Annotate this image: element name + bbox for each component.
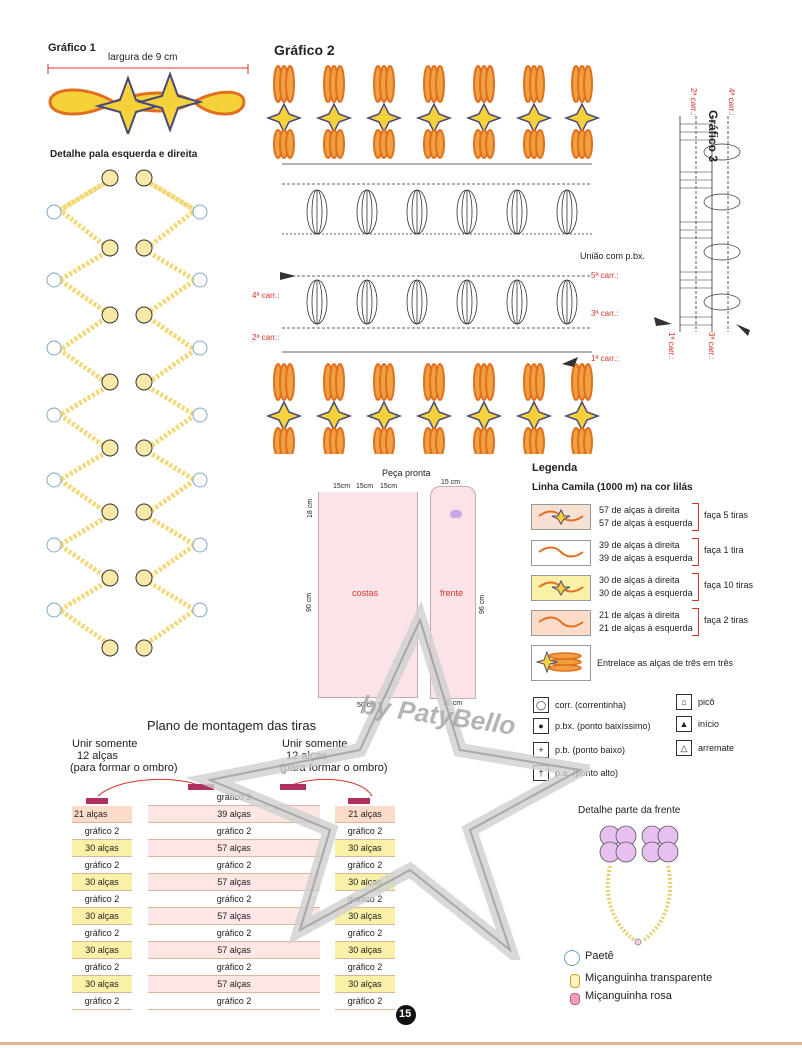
legenda-bracket-2 [692,538,699,566]
grafico2-row5-label: 5ª carr.: [591,271,618,280]
grafico2-row4-label: 4ª carr.: [252,291,279,300]
peca-dim-top-3: 15cm [380,483,397,490]
plano-right-row: gráfico 2 [335,959,395,976]
plano-left-row: 30 alças [72,874,132,891]
watermark-star [170,590,590,960]
legenda-symbol-inicio-text: início [698,719,719,729]
grafico2-title: Gráfico 2 [274,42,335,58]
page-number: 15 [399,1008,411,1020]
material-micanguinha-rosa: Miçanguinha rosa [585,990,672,1002]
grafico2-uniao-label: União com p.bx. [580,251,645,261]
legenda-item-3-note: faça 10 tiras [704,579,753,592]
plano-right-row: gráfico 2 [335,993,395,1010]
plano-left-row: 21 alças [72,806,132,823]
legenda-symbol-arremate-text: arremate [698,743,734,753]
legenda-item-4-note: faça 2 tiras [704,614,748,627]
peca-pronta-title: Peça pronta [382,468,431,478]
plano-left-row: gráfico 2 [72,823,132,840]
plano-left-row: 30 alças [72,976,132,993]
peca-dim-front-top: 15 cm [441,479,460,486]
plano-left-row: 30 alças [72,840,132,857]
peca-dim-top-1: 15cm [333,483,350,490]
plano-left-row: 30 alças [72,908,132,925]
legenda-bracket-4 [692,608,699,636]
plano-left-note-1: Unir somente [72,738,137,750]
plano-left-row: gráfico 2 [72,993,132,1010]
legenda-item-1-l2: 57 de alças à esquerda [599,517,693,530]
legenda-bracket-1 [692,503,699,531]
peca-bow-icon [450,510,462,518]
plano-left-row: gráfico 2 [72,891,132,908]
legenda-entrelace-text: Entrelace as alças de três em três [597,657,733,670]
grafico1-drawing [44,64,254,134]
frente-drawing [590,822,710,947]
grafico2-drawing [262,62,602,454]
peca-dim-side-top: 18 cm [307,499,314,518]
legenda-item-3-l2: 30 de alças à esquerda [599,587,693,600]
legenda-item-2-note: faça 1 tira [704,544,744,557]
grafico1-title: Gráfico 1 [48,42,96,54]
plano-left-note-3: (para formar o ombro) [70,762,178,774]
legenda-title: Legenda [532,462,577,474]
legenda-linha: Linha Camila (1000 m) na cor lilás [532,482,693,493]
micanguinha-transparente-icon [570,974,580,988]
plano-left-row: gráfico 2 [72,925,132,942]
bottom-edge-line [0,1042,802,1045]
legenda-item-2-l1: 39 de alças à direita [599,539,680,552]
legenda-item-1-note: faça 5 tiras [704,509,748,522]
legenda-item-4-l2: 21 de alças à esquerda [599,622,693,635]
plano-mid-row: gráfico 2 [148,959,320,976]
plano-left-row: 30 alças [72,942,132,959]
legenda-item-3-l1: 30 de alças à direita [599,574,680,587]
grafico1-width-label: largura de 9 cm [108,52,177,63]
legenda-item-4-l1: 21 de alças à direita [599,609,680,622]
legenda-symbol-pico: ⌂ [676,694,692,710]
plano-mid-row: 57 alças [148,976,320,993]
plano-left-row: gráfico 2 [72,959,132,976]
plano-right-row: 30 alças [335,976,395,993]
legenda-symbol-inicio: ▲ [676,716,692,732]
grafico2-row1-label: 1ª carr.: [591,354,618,363]
legenda-bracket-3 [692,573,699,601]
micanguinha-rosa-icon [570,993,580,1005]
frente-title: Detalhe parte da frente [578,805,680,816]
plano-left-row: gráfico 2 [72,857,132,874]
legenda-item-2-l2: 39 de alças à esquerda [599,552,693,565]
legenda-item-1-l1: 57 de alças à direita [599,504,680,517]
plano-left-note-2: 12 alças [77,750,118,762]
grafico2-row3-label: 3ª carr.: [591,309,618,318]
legenda-symbol-pico-text: picô [698,697,715,707]
grafico2-row2-label: 2ª carr.: [252,333,279,342]
legenda-symbol-arremate: △ [676,740,692,756]
detalhe-pala-title: Detalhe pala esquerda e direita [50,149,197,160]
plano-mid-row: gráfico 2 [148,993,320,1010]
grafico3-drawing [650,112,760,362]
peca-dim-top-2: 15cm [356,483,373,490]
material-micanguinha-transparente: Miçanguinha transparente [585,972,712,984]
